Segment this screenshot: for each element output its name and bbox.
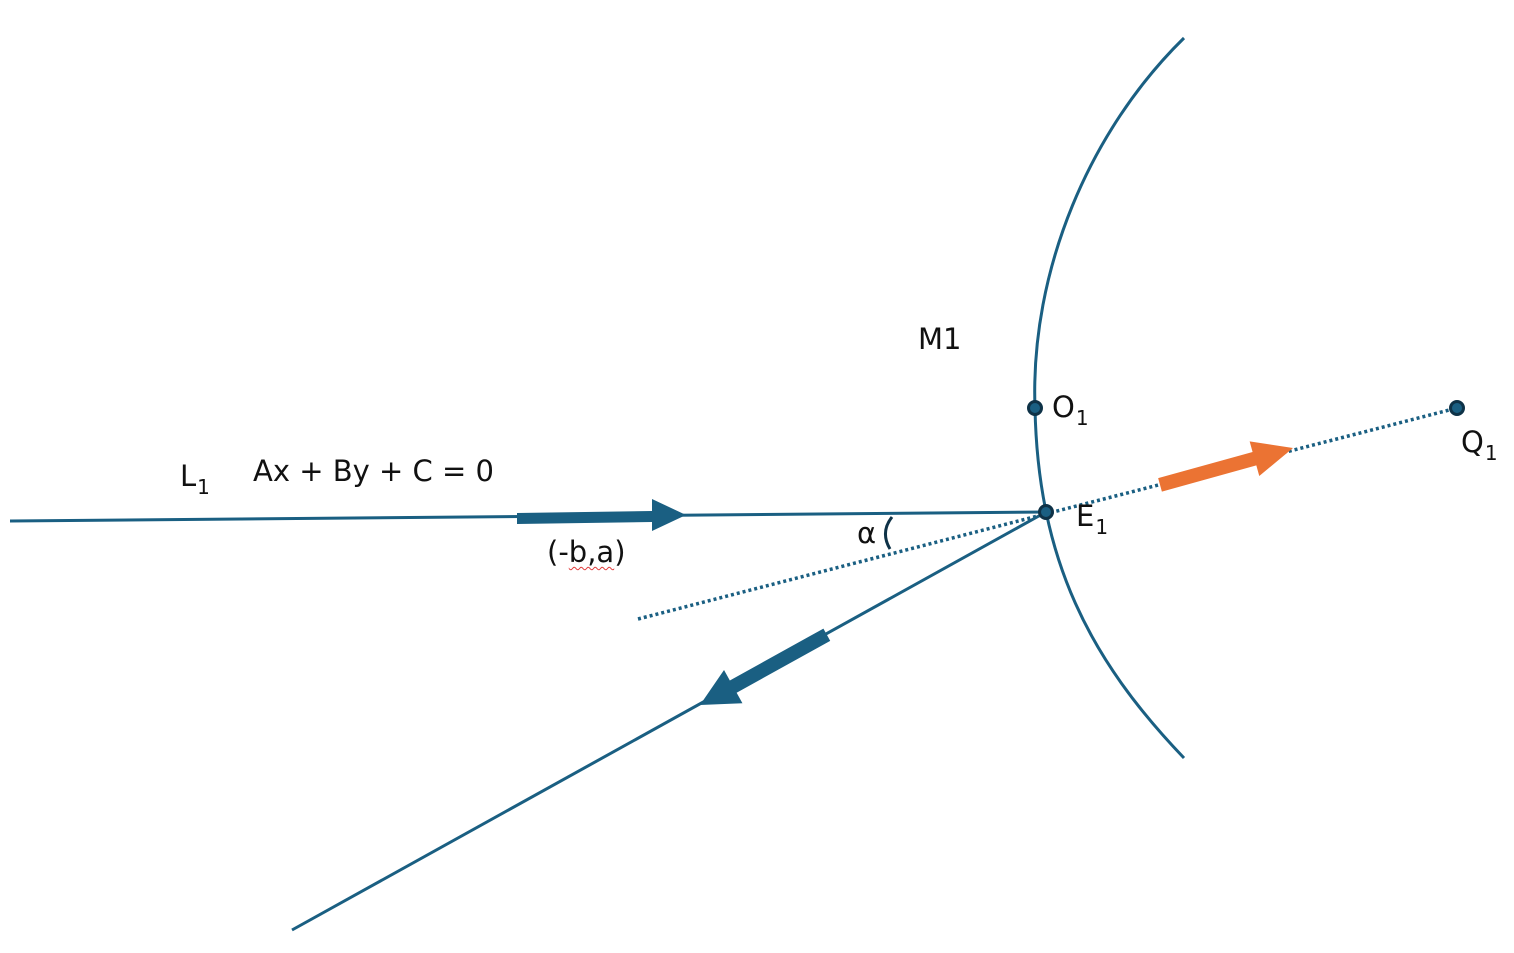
point-label-e1: E1	[1076, 499, 1109, 539]
point-q1	[1449, 400, 1465, 416]
point-label-o1-subscript: 1	[1075, 406, 1089, 430]
point-label-e1-text: E	[1076, 499, 1095, 533]
direction-vector-label: (-b,a)	[547, 538, 626, 567]
normal-vector-arrow	[1158, 441, 1293, 492]
direction-vector-arrow	[517, 499, 686, 531]
point-label-o1-text: O	[1052, 390, 1075, 424]
point-o1	[1027, 400, 1043, 416]
line-label-l1: L1	[180, 459, 210, 499]
angle-alpha-label: α	[857, 516, 877, 550]
direction-vector-open: (-	[547, 535, 569, 569]
mirror-label: M1	[918, 322, 962, 356]
point-label-e1-subscript: 1	[1095, 515, 1109, 539]
reflected-line	[291, 510, 1047, 932]
line-label-subscript: 1	[197, 475, 210, 499]
point-label-q1-subscript: 1	[1484, 441, 1498, 465]
point-e1	[1038, 504, 1054, 520]
direction-vector-close: )	[614, 535, 626, 569]
angle-alpha-arc	[884, 516, 894, 550]
reflected-direction-arrow	[700, 628, 831, 705]
direction-vector-components: b,a	[568, 535, 615, 569]
line-equation: Ax + By + C = 0	[253, 454, 494, 488]
point-label-q1: Q1	[1461, 425, 1498, 465]
point-label-q1-text: Q	[1461, 425, 1484, 459]
point-label-o1: O1	[1052, 390, 1089, 430]
line-label-text: L	[180, 459, 197, 493]
